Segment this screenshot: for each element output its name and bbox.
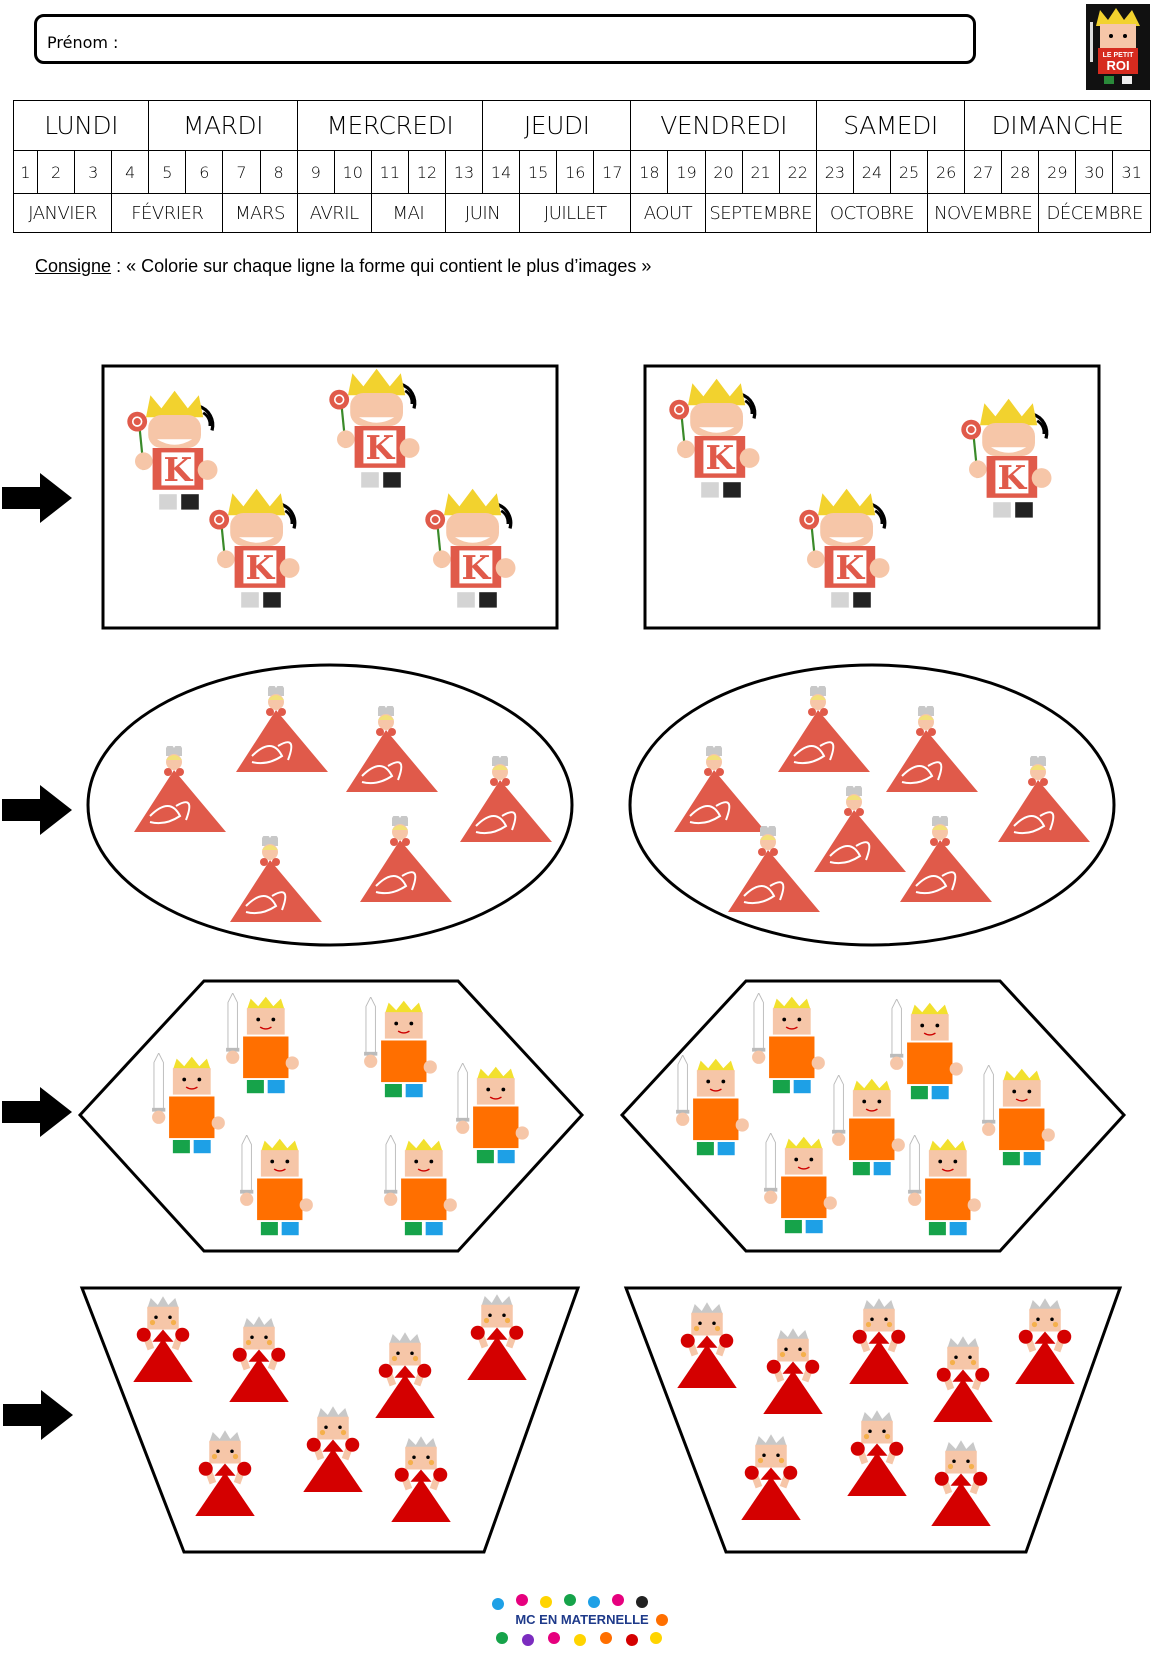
handprint-icon — [492, 1594, 668, 1646]
numbers-row: 1 2 3 4 5 6 7 8 9 10 11 12 13 14 15 16 1… — [12, 150, 1151, 194]
date-cell[interactable]: 2 — [37, 150, 76, 194]
day-cell[interactable]: LUNDI — [12, 100, 150, 151]
date-cell[interactable]: 13 — [444, 150, 484, 194]
le-petit-roi-logo: LE PETIT ROI — [1086, 4, 1150, 90]
month-cell[interactable]: JUIN — [444, 193, 521, 233]
date-cell[interactable]: 6 — [185, 150, 224, 194]
date-cell[interactable]: 3 — [74, 150, 113, 194]
ellipse-shape-right[interactable] — [628, 663, 1116, 947]
date-cell[interactable]: 17 — [593, 150, 632, 194]
arrow-icon — [2, 1087, 72, 1137]
instruction: Consigne : « Colorie sur chaque ligne la… — [35, 256, 651, 277]
prenom-field[interactable]: Prénom : — [34, 14, 976, 64]
calendar-table: LUNDI MARDI MERCREDI JEUDI VENDREDI SAME… — [12, 100, 1151, 233]
date-cell[interactable]: 23 — [815, 150, 854, 194]
date-cell[interactable]: 14 — [482, 150, 521, 194]
mc-en-maternelle-logo: MC EN MATERNELLE — [492, 1594, 668, 1646]
date-cell[interactable]: 20 — [704, 150, 743, 194]
days-row: LUNDI MARDI MERCREDI JEUDI VENDREDI SAME… — [12, 100, 1151, 151]
instruction-label: Consigne — [35, 256, 112, 276]
footer-logo-text: MC EN MATERNELLE — [515, 1612, 649, 1627]
month-cell[interactable]: MAI — [370, 193, 446, 233]
day-cell[interactable]: MARDI — [148, 100, 298, 151]
exercise-row-1 — [2, 364, 1101, 630]
day-cell[interactable]: DIMANCHE — [964, 100, 1151, 151]
date-cell[interactable]: 10 — [333, 150, 372, 194]
date-cell[interactable]: 12 — [407, 150, 446, 194]
day-cell[interactable]: SAMEDI — [815, 100, 966, 151]
month-cell[interactable]: FÉVRIER — [111, 193, 224, 233]
date-cell[interactable]: 21 — [741, 150, 780, 194]
arrow-icon — [2, 785, 72, 835]
date-cell[interactable]: 22 — [778, 150, 817, 194]
month-cell[interactable]: JANVIER — [12, 193, 113, 233]
months-row: JANVIER FÉVRIER MARS AVRIL MAI JUIN JUIL… — [12, 193, 1151, 233]
logo-line1: LE PETIT — [1103, 52, 1134, 59]
date-cell[interactable]: 7 — [222, 150, 261, 194]
prenom-label: Prénom : — [47, 33, 119, 52]
date-cell[interactable]: 11 — [370, 150, 409, 194]
month-cell[interactable]: SEPTEMBRE — [704, 193, 817, 233]
date-cell[interactable]: 1 — [12, 150, 39, 194]
month-cell[interactable]: NOVEMBRE — [927, 193, 1040, 233]
date-cell[interactable]: 25 — [889, 150, 929, 194]
date-cell[interactable]: 27 — [964, 150, 1003, 194]
arrow-icon — [2, 473, 72, 523]
date-cell[interactable]: 30 — [1075, 150, 1114, 194]
month-cell[interactable]: JUILLET — [519, 193, 632, 233]
month-cell[interactable]: AVRIL — [296, 193, 372, 233]
day-cell[interactable]: MERCREDI — [296, 100, 484, 151]
exercise-row-3 — [2, 979, 1127, 1253]
month-cell[interactable]: OCTOBRE — [815, 193, 929, 233]
date-cell[interactable]: 8 — [259, 150, 298, 194]
date-cell[interactable]: 24 — [852, 150, 892, 194]
date-cell[interactable]: 18 — [630, 150, 669, 194]
date-cell[interactable]: 4 — [111, 150, 150, 194]
ellipse-shape-left[interactable] — [86, 663, 574, 947]
month-cell[interactable]: AOUT — [630, 193, 706, 233]
instruction-text: : « Colorie sur chaque ligne la forme qu… — [111, 256, 652, 276]
date-cell[interactable]: 26 — [927, 150, 966, 194]
hexagon-shape-left[interactable] — [77, 979, 585, 1253]
date-cell[interactable]: 5 — [148, 150, 187, 194]
date-cell[interactable]: 31 — [1112, 150, 1151, 194]
logo-line2: ROI — [1106, 58, 1129, 73]
date-cell[interactable]: 16 — [556, 150, 595, 194]
exercise-row-2 — [2, 663, 1116, 947]
month-cell[interactable]: DÉCEMBRE — [1038, 193, 1151, 233]
exercise-row-4 — [3, 1286, 1123, 1554]
arrow-icon — [3, 1390, 73, 1440]
date-cell[interactable]: 15 — [519, 150, 558, 194]
date-cell[interactable]: 19 — [667, 150, 706, 194]
day-cell[interactable]: JEUDI — [482, 100, 632, 151]
date-cell[interactable]: 29 — [1038, 150, 1077, 194]
date-cell[interactable]: 28 — [1001, 150, 1040, 194]
day-cell[interactable]: VENDREDI — [630, 100, 817, 151]
date-cell[interactable]: 9 — [296, 150, 335, 194]
month-cell[interactable]: MARS — [222, 193, 298, 233]
